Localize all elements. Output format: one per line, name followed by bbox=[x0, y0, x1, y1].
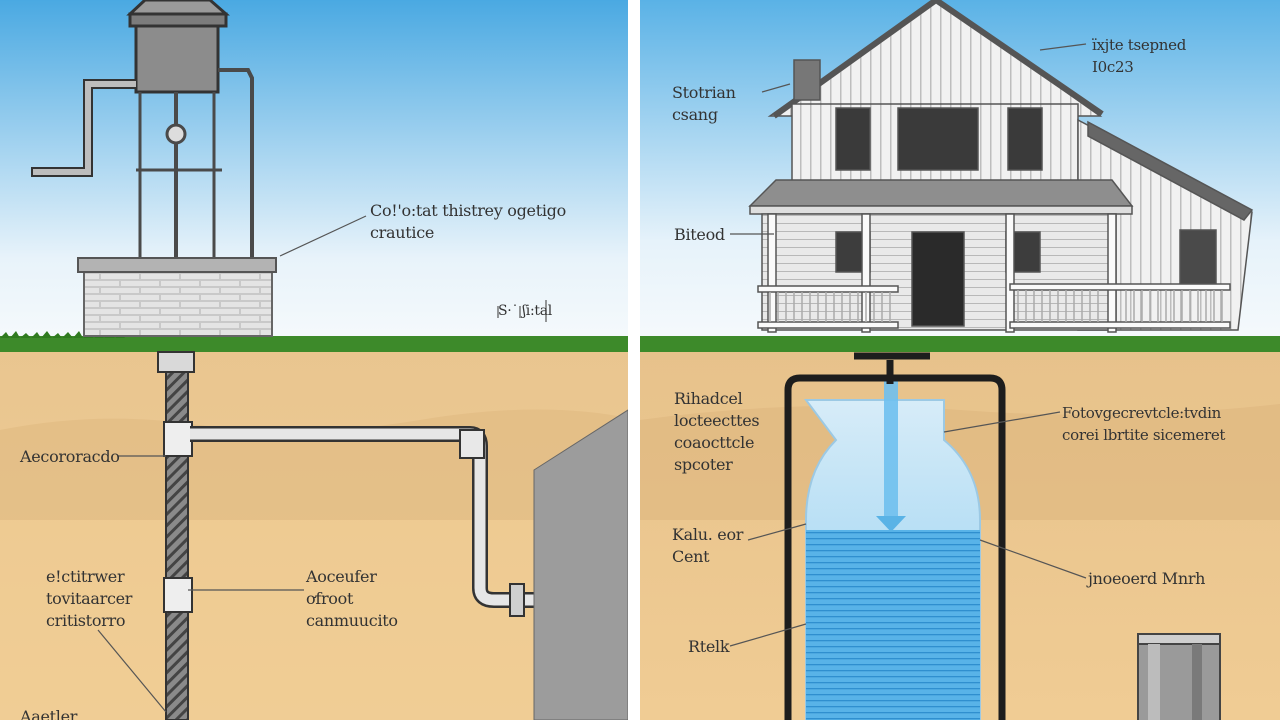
well-scene bbox=[0, 0, 628, 720]
pump-cylinder bbox=[1137, 633, 1221, 720]
water-label: Kalu. eor Cent bbox=[672, 525, 744, 566]
casing-label: Aecororacdo bbox=[20, 447, 120, 466]
house bbox=[748, 0, 1254, 333]
well-wall bbox=[83, 269, 273, 337]
grass bbox=[640, 336, 1280, 352]
pipe-flange bbox=[509, 583, 525, 617]
pipe-frame bbox=[784, 352, 1006, 720]
top-right-label: ı̈xjte tsepned I0c23 bbox=[1092, 36, 1187, 76]
foundation-wall bbox=[533, 409, 628, 720]
leader-lines bbox=[729, 43, 1087, 647]
well-head-label: Co!'o:tat thistrey ogetigo crautice bbox=[370, 201, 566, 242]
casing-coupler bbox=[163, 421, 193, 457]
wall-right-label: jnoeoerd Mnrh bbox=[1088, 569, 1206, 588]
aquifer-label: Aoceufer ơfroot canmuucito bbox=[306, 567, 398, 630]
house-panel: ı̈xjte tsepned I0c23 Stotrian csang Bite… bbox=[640, 0, 1280, 720]
well-cap bbox=[77, 257, 277, 273]
grass bbox=[0, 336, 628, 352]
mid-left-label: Rihadcel locteecttes coaocttcle spcoter bbox=[674, 389, 760, 474]
porch-label: Biteod bbox=[674, 225, 725, 244]
pipe-elbow bbox=[459, 429, 485, 459]
panel-divider bbox=[628, 0, 640, 720]
pump-tower bbox=[31, 0, 254, 258]
rock-label: Rtelk bbox=[688, 637, 730, 656]
well-casing bbox=[165, 361, 189, 720]
bottom-cut-label: Aaetler bbox=[20, 707, 78, 720]
house-scene bbox=[640, 0, 1280, 720]
soil-strata-lower bbox=[0, 520, 628, 720]
left-stack-label: e!ctitrwer tovitaarcer critistorro bbox=[46, 567, 133, 630]
grass-blades bbox=[0, 331, 628, 338]
cistern bbox=[804, 380, 981, 720]
casing-top bbox=[157, 351, 195, 373]
ground-mark-label: S·˙ ʃi:tal bbox=[498, 303, 552, 319]
casing-coupler-lower bbox=[163, 577, 193, 613]
mid-right-label: Fotovgecrevtcle:tvdin corei lbrtite sice… bbox=[1062, 404, 1226, 444]
leader-lines bbox=[97, 215, 547, 713]
well-panel: Co!'o:tat thistrey ogetigo crautice S·˙ … bbox=[0, 0, 628, 720]
upper-left-label: Stotrian csang bbox=[672, 83, 736, 124]
